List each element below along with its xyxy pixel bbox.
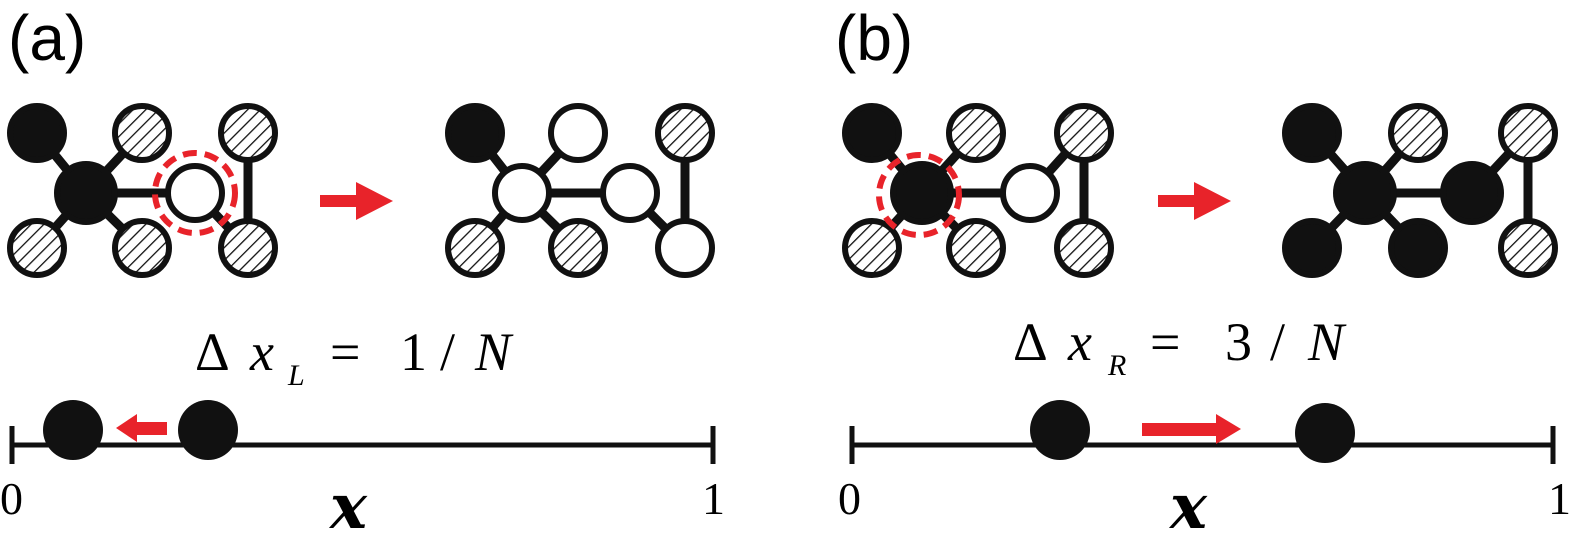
node-hatched	[445, 218, 505, 278]
axis-max-label: 1	[1548, 473, 1571, 524]
node-hatched	[218, 103, 278, 163]
node-hatched	[1388, 103, 1448, 163]
node-filled	[890, 161, 954, 225]
panel-b-nodes-after	[1282, 103, 1558, 278]
shift-right-arrow	[1142, 414, 1241, 444]
panel-a-nodes-before	[7, 103, 278, 278]
node-filled	[1388, 218, 1448, 278]
panel-b-equation: Δ x R = 3 / N	[1013, 312, 1347, 382]
node-hatched	[1054, 218, 1114, 278]
shift-left-arrow	[116, 414, 167, 442]
node-hatched	[1498, 103, 1558, 163]
node-hatched	[7, 218, 67, 278]
equation-numerator: 3	[1225, 312, 1252, 372]
axis-max-label: 1	[702, 473, 725, 524]
node-hatched	[655, 103, 715, 163]
axis-variable-label: x	[1168, 470, 1208, 535]
equation-subscript: R	[1107, 349, 1126, 382]
panel-a-axis	[9, 426, 716, 464]
node-filled	[54, 161, 118, 225]
selected-node-highlight	[152, 150, 238, 236]
axis-min-label: 0	[0, 473, 23, 524]
node-hatched	[1498, 218, 1558, 278]
axis-variable-label: x	[328, 470, 368, 535]
panel-a-equation: Δ x L = 1 / N	[195, 322, 514, 392]
equation-denominator: N	[474, 322, 514, 382]
panel-b-label: (b)	[835, 2, 913, 74]
equation-slash: /	[1270, 312, 1285, 372]
transition-arrow	[1158, 182, 1231, 220]
node-open	[548, 103, 608, 163]
equation-denominator: N	[1307, 312, 1347, 372]
panel-a-nodes-after	[445, 103, 715, 278]
node-hatched	[946, 218, 1006, 278]
panel-b-axis	[849, 426, 1556, 464]
node-filled	[1333, 161, 1397, 225]
panel-a-label: (a)	[8, 2, 86, 74]
equation-numerator: 1	[400, 322, 427, 382]
node-open	[1000, 163, 1060, 223]
node-open	[165, 163, 225, 223]
node-hatched	[842, 218, 902, 278]
equation-slash: /	[440, 322, 455, 382]
node-hatched	[112, 103, 172, 163]
selected-node-highlight	[876, 152, 962, 238]
node-filled	[1282, 103, 1342, 163]
equation-equals: =	[330, 322, 360, 382]
delta-symbol: Δ	[1013, 312, 1048, 372]
transition-arrow	[320, 182, 393, 220]
position-marker	[1030, 400, 1090, 460]
equation-var: x	[1067, 312, 1092, 372]
node-filled	[7, 103, 67, 163]
axis-min-label: 0	[838, 473, 861, 524]
node-hatched	[1054, 103, 1114, 163]
node-hatched	[112, 218, 172, 278]
equation-equals: =	[1150, 312, 1180, 372]
node-hatched	[218, 218, 278, 278]
equation-var: x	[249, 322, 274, 382]
panel-a: (a)	[0, 2, 725, 535]
node-filled	[1440, 161, 1504, 225]
node-hatched	[946, 103, 1006, 163]
node-filled	[1282, 218, 1342, 278]
node-open	[655, 218, 715, 278]
node-open	[492, 163, 552, 223]
position-marker	[43, 400, 103, 460]
position-marker	[1295, 403, 1355, 463]
panel-b: (b)	[835, 2, 1571, 535]
node-filled	[445, 103, 505, 163]
position-marker	[178, 400, 238, 460]
delta-symbol: Δ	[195, 322, 230, 382]
node-hatched	[548, 218, 608, 278]
node-open	[600, 163, 660, 223]
panel-b-nodes-before	[842, 103, 1114, 278]
equation-subscript: L	[287, 359, 305, 392]
node-filled	[842, 103, 902, 163]
